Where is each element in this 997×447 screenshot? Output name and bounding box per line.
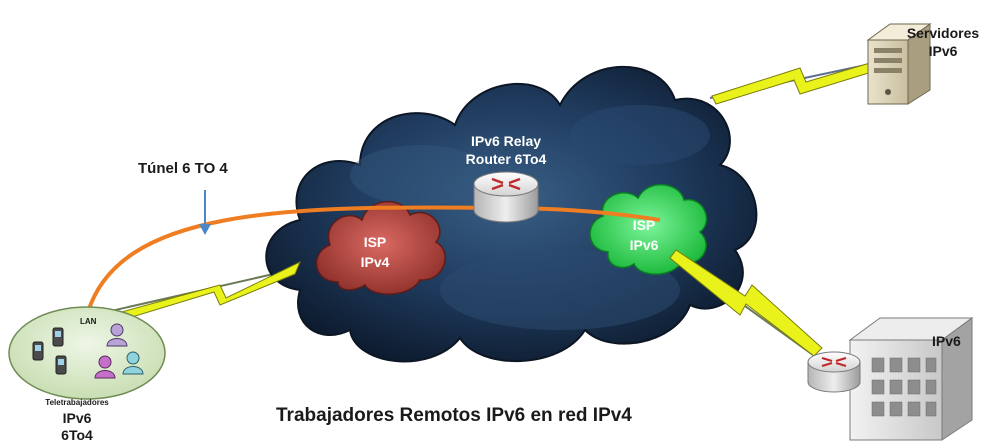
user-icon xyxy=(106,323,128,347)
lightning-bolt-lan xyxy=(117,260,301,321)
isp-ipv6-label-line2: IPv6 xyxy=(629,237,659,253)
isp-ipv6-label: ISP IPv6 xyxy=(614,215,674,255)
teleworkers-label: Teletrabajadores xyxy=(45,398,109,407)
isp-ipv4-label-line1: ISP xyxy=(363,234,387,250)
diagram-caption: Trabajadores Remotos IPv6 en red IPv4 xyxy=(276,405,632,426)
phone-icon xyxy=(32,341,44,361)
isp-ipv6-label-line1: ISP xyxy=(632,217,656,233)
servers-icon xyxy=(866,23,932,105)
relay-router-icon xyxy=(473,171,539,223)
relay-label-line2: Router 6To4 xyxy=(465,151,547,167)
servers-label: Servidores IPv6 xyxy=(904,24,982,60)
servers-label-line1: Servidores xyxy=(906,25,980,41)
phone-icon xyxy=(55,355,67,375)
tunnel-label: Túnel 6 TO 4 xyxy=(138,160,228,177)
phone-icon xyxy=(52,327,64,347)
building-router-icon xyxy=(807,351,861,393)
isp-ipv4-label: ISP IPv4 xyxy=(345,232,405,272)
lan-group xyxy=(8,306,166,400)
lan-protocol-line1: IPv6 xyxy=(62,410,92,426)
isp-ipv4-label-line2: IPv4 xyxy=(360,254,390,270)
relay-label: IPv6 Relay Router 6To4 xyxy=(446,132,566,168)
tunnel-curve xyxy=(86,205,661,313)
relay-label-line1: IPv6 Relay xyxy=(470,133,542,149)
lan-label: LAN xyxy=(80,317,97,326)
lan-protocol-label: IPv6 6To4 xyxy=(40,410,114,444)
servers-label-line2: IPv6 xyxy=(928,43,958,59)
building-icon xyxy=(848,317,974,441)
lan-protocol-line2: 6To4 xyxy=(61,427,93,443)
building-label: IPv6 xyxy=(932,333,961,349)
isp-ipv4-cloud xyxy=(315,200,446,295)
user-icon xyxy=(94,355,116,379)
user-icon xyxy=(122,351,144,375)
tunnel-arrow xyxy=(199,190,211,235)
